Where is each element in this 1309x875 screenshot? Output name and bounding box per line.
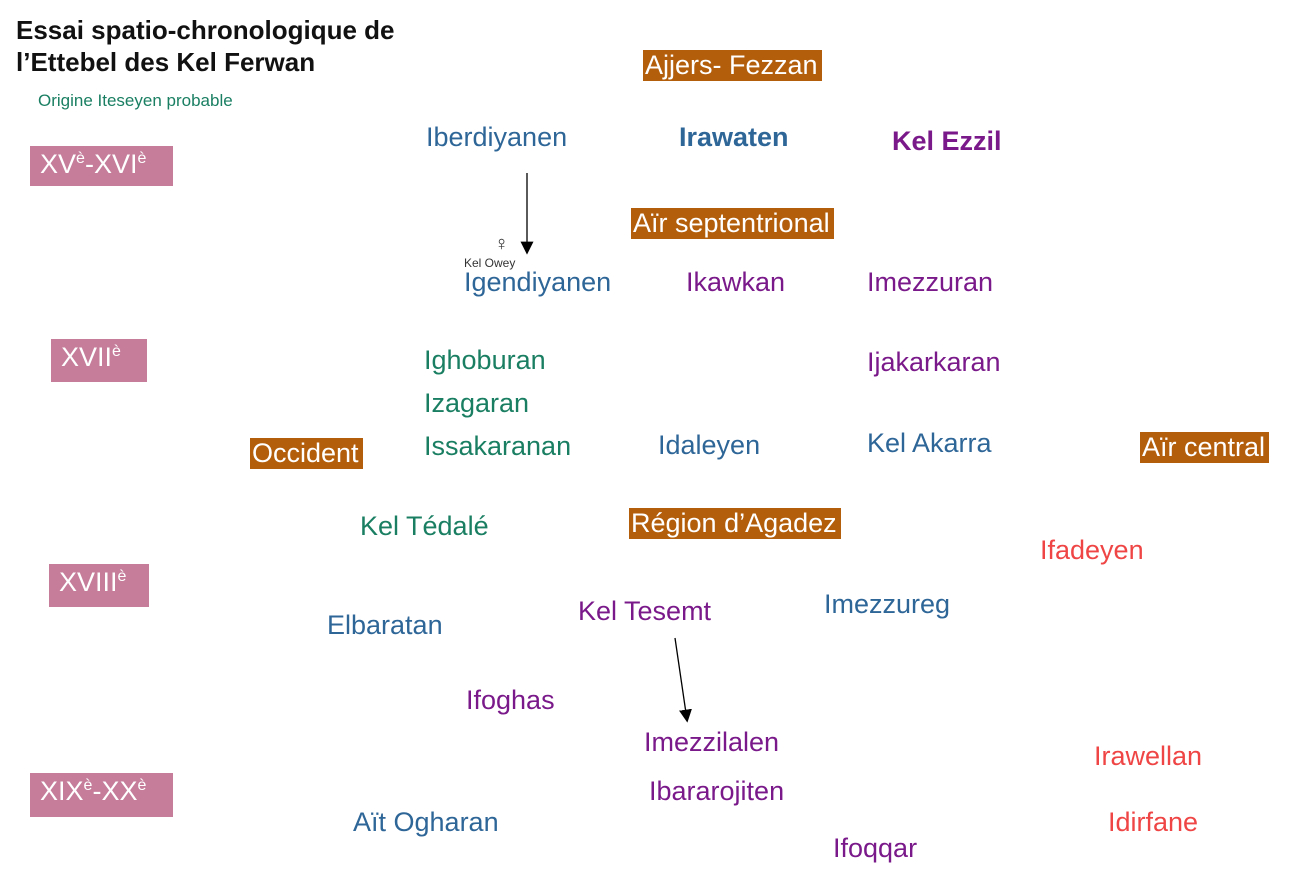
era-suffix: è <box>137 150 147 167</box>
era-roman: XVII <box>61 342 113 372</box>
group-kel-tedale: Kel Tédalé <box>360 511 489 541</box>
arrow-kel-tesemt-to-imezzilalen <box>674 637 692 723</box>
era-suffix: è <box>83 777 93 794</box>
group-izagaran: Izagaran <box>424 388 530 418</box>
group-imezzilalen: Imezzilalen <box>644 727 780 757</box>
group-elbaratan: Elbaratan <box>327 610 443 640</box>
group-idaleyen: Idaleyen <box>658 430 761 460</box>
group-imezzureg: Imezzureg <box>824 589 951 619</box>
era-label-18: XVIIIè <box>49 564 149 607</box>
era-roman: XVIII <box>59 567 118 597</box>
group-ijakarkaran: Ijakarkaran <box>867 347 1001 377</box>
region-ajjers-fezzan: Ajjers- Fezzan <box>643 50 822 81</box>
group-ibararojiten: Ibararojiten <box>649 776 785 806</box>
group-kel-akarra: Kel Akarra <box>867 428 992 458</box>
era-roman: XVI <box>93 149 138 179</box>
kel-owey-label: Kel Owey <box>464 256 516 270</box>
group-kel-ezzil: Kel Ezzil <box>892 126 1002 156</box>
era-separator: - <box>84 149 94 179</box>
era-suffix: è <box>76 150 85 167</box>
era-suffix: è <box>112 343 121 360</box>
female-icon: ♀ <box>494 233 509 255</box>
group-ait-ogharan: Aït Ogharan <box>353 807 499 837</box>
group-ifoqqar: Ifoqqar <box>833 833 918 863</box>
era-label-19-20: XIXè-XXè <box>30 773 173 817</box>
diagram-title: Essai spatio-chronologique de l’Ettebel … <box>16 15 395 77</box>
group-iberdiyanen: Iberdiyanen <box>426 122 568 152</box>
era-separator: - <box>92 776 102 806</box>
era-label-15-16: XVè-XVIè <box>30 146 173 186</box>
era-suffix: è <box>117 568 127 585</box>
region-agadez: Région d’Agadez <box>629 508 841 539</box>
era-roman: XV <box>40 149 77 179</box>
era-suffix: è <box>137 777 147 794</box>
region-air-central: Aïr central <box>1140 432 1270 463</box>
region-occident: Occident <box>250 438 363 469</box>
group-ifadeyen: Ifadeyen <box>1040 535 1144 565</box>
group-irawaten: Irawaten <box>679 122 789 152</box>
origin-note: Origine Iteseyen probable <box>38 91 233 110</box>
group-issakaranan: Issakaranan <box>424 431 572 461</box>
era-roman: XIX <box>40 776 84 806</box>
group-imezzuran: Imezzuran <box>867 267 994 297</box>
group-idirfane: Idirfane <box>1108 807 1199 837</box>
group-irawellan: Irawellan <box>1094 741 1203 771</box>
era-label-17: XVIIè <box>51 339 147 382</box>
era-roman: XX <box>101 776 138 806</box>
group-ighoburan: Ighoburan <box>424 345 546 375</box>
group-kel-tesemt: Kel Tesemt <box>578 596 712 626</box>
group-ikawkan: Ikawkan <box>686 267 786 297</box>
group-igendiyanen: Igendiyanen <box>464 267 612 297</box>
region-air-septentrional: Aïr septentrional <box>631 208 834 239</box>
group-ifoghas: Ifoghas <box>466 685 555 715</box>
